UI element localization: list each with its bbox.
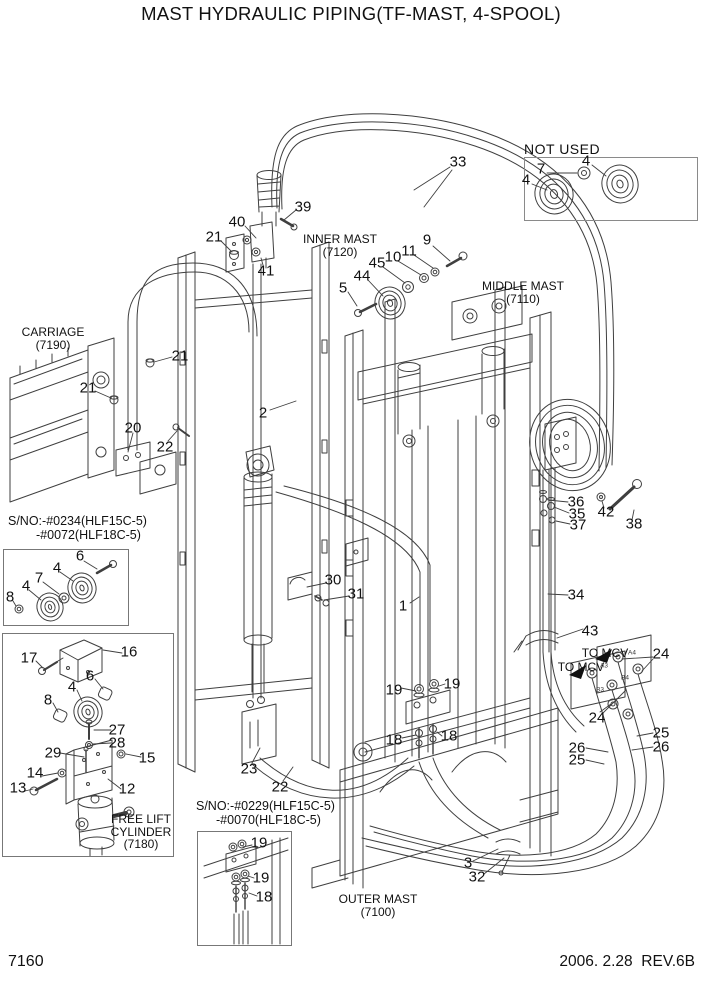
part-callout-7: 7 xyxy=(536,160,546,178)
part-callout-19: 19 xyxy=(443,675,461,693)
port-label-b4: B4 xyxy=(621,674,629,682)
part-callout-18: 18 xyxy=(440,727,458,745)
part-callout-8: 8 xyxy=(5,588,15,606)
to-mcv-label: TO MCV xyxy=(581,646,629,660)
part-callout-28: 28 xyxy=(108,734,126,752)
part-callout-34: 34 xyxy=(567,586,585,604)
part-callout-32: 32 xyxy=(468,868,486,886)
part-callout-40: 40 xyxy=(228,213,246,231)
part-callout-8: 8 xyxy=(43,691,53,709)
part-callout-9: 9 xyxy=(422,231,432,249)
part-callout-24: 24 xyxy=(652,645,670,663)
part-callout-19: 19 xyxy=(250,834,268,852)
page-title: MAST HYDRAULIC PIPING(TF-MAST, 4-SPOOL) xyxy=(141,3,561,24)
sno-upper-box xyxy=(3,549,129,626)
not-used-label: NOT USED xyxy=(524,141,601,157)
part-callout-17: 17 xyxy=(20,649,38,667)
part-callout-23: 23 xyxy=(240,760,258,778)
part-callout-4: 4 xyxy=(581,152,591,170)
part-callout-5: 5 xyxy=(338,279,348,297)
part-callout-10: 10 xyxy=(384,248,402,266)
page-number: 7160 xyxy=(8,953,44,970)
part-callout-21: 21 xyxy=(171,347,189,365)
part-callout-4: 4 xyxy=(52,559,62,577)
part-callout-37: 37 xyxy=(569,516,587,534)
part-callout-15: 15 xyxy=(138,749,156,767)
part-callout-30: 30 xyxy=(324,571,342,589)
part-callout-4: 4 xyxy=(67,678,77,696)
part-callout-26: 26 xyxy=(652,738,670,756)
part-callout-22: 22 xyxy=(271,778,289,796)
part-callout-6: 6 xyxy=(85,667,95,685)
part-callout-18: 18 xyxy=(255,888,273,906)
sno-upper-line2: -#0072(HLF18C-5) xyxy=(36,527,141,542)
part-callout-7: 7 xyxy=(34,569,44,587)
bracket-detail-box xyxy=(2,633,174,857)
part-callout-39: 39 xyxy=(294,198,312,216)
part-callout-1: 1 xyxy=(398,597,408,615)
not-used-box xyxy=(524,157,698,221)
to-mcv-label: TO MCV xyxy=(557,660,605,674)
sno-upper-text: S/NO:-#0234(HLF15C-5) -#0072(HLF18C-5) xyxy=(8,514,147,542)
part-callout-27: 27 xyxy=(108,721,126,739)
part-callout-2: 2 xyxy=(258,404,268,422)
part-callout-26: 26 xyxy=(568,739,586,757)
part-callout-33: 33 xyxy=(449,153,467,171)
part-callout-45: 45 xyxy=(368,254,386,272)
sno-lower-box xyxy=(197,831,292,946)
part-callout-38: 38 xyxy=(625,515,643,533)
part-callout-44: 44 xyxy=(353,267,371,285)
part-callout-29: 29 xyxy=(44,744,62,762)
part-callout-18: 18 xyxy=(385,731,403,749)
part-callout-35: 35 xyxy=(568,505,586,523)
part-callout-36: 36 xyxy=(567,493,585,511)
carriage-label: CARRIAGE (7190) xyxy=(21,325,85,352)
part-callout-20: 20 xyxy=(124,419,142,437)
part-callout-22: 22 xyxy=(156,438,174,456)
part-callout-31: 31 xyxy=(347,585,365,603)
part-callout-21: 21 xyxy=(79,379,97,397)
part-callout-16: 16 xyxy=(120,643,138,661)
outer-mast-label: OUTER MAST (7100) xyxy=(338,892,418,919)
part-callout-19: 19 xyxy=(252,869,270,887)
sno-lower-line2: -#0070(HLF18C-5) xyxy=(216,812,321,827)
part-callout-24: 24 xyxy=(588,709,606,727)
part-callout-14: 14 xyxy=(26,764,44,782)
part-callout-6: 6 xyxy=(75,547,85,565)
free-lift-cylinder-label: FREE LIFT CYLINDER (7180) xyxy=(110,812,172,851)
part-callout-13: 13 xyxy=(9,779,27,797)
port-label-b3: B3 xyxy=(596,686,604,694)
part-callout-4: 4 xyxy=(21,577,31,595)
part-callout-19: 19 xyxy=(385,681,403,699)
sno-lower-line1: S/NO:-#0229(HLF15C-5) xyxy=(196,799,335,813)
sno-lower-text: S/NO:-#0229(HLF15C-5) -#0070(HLF18C-5) xyxy=(196,799,335,827)
part-callout-3: 3 xyxy=(463,854,473,872)
part-callout-41: 41 xyxy=(257,262,275,280)
part-callout-11: 11 xyxy=(401,242,417,260)
part-callout-21: 21 xyxy=(205,228,223,246)
part-callout-43: 43 xyxy=(581,622,599,640)
part-callout-4: 4 xyxy=(521,171,531,189)
inner-mast-label: INNER MAST (7120) xyxy=(302,232,378,259)
part-callout-42: 42 xyxy=(597,503,615,521)
revision-text: 2006. 2.28 REV.6B xyxy=(559,953,695,970)
middle-mast-label: MIDDLE MAST (7110) xyxy=(481,279,565,306)
part-callout-25: 25 xyxy=(568,751,586,769)
part-callout-25: 25 xyxy=(652,724,670,742)
port-label-a4: A4 xyxy=(628,649,636,657)
part-callout-12: 12 xyxy=(118,780,136,798)
sno-upper-line1: S/NO:-#0234(HLF15C-5) xyxy=(8,514,147,528)
port-label-a3: A3 xyxy=(600,662,608,670)
